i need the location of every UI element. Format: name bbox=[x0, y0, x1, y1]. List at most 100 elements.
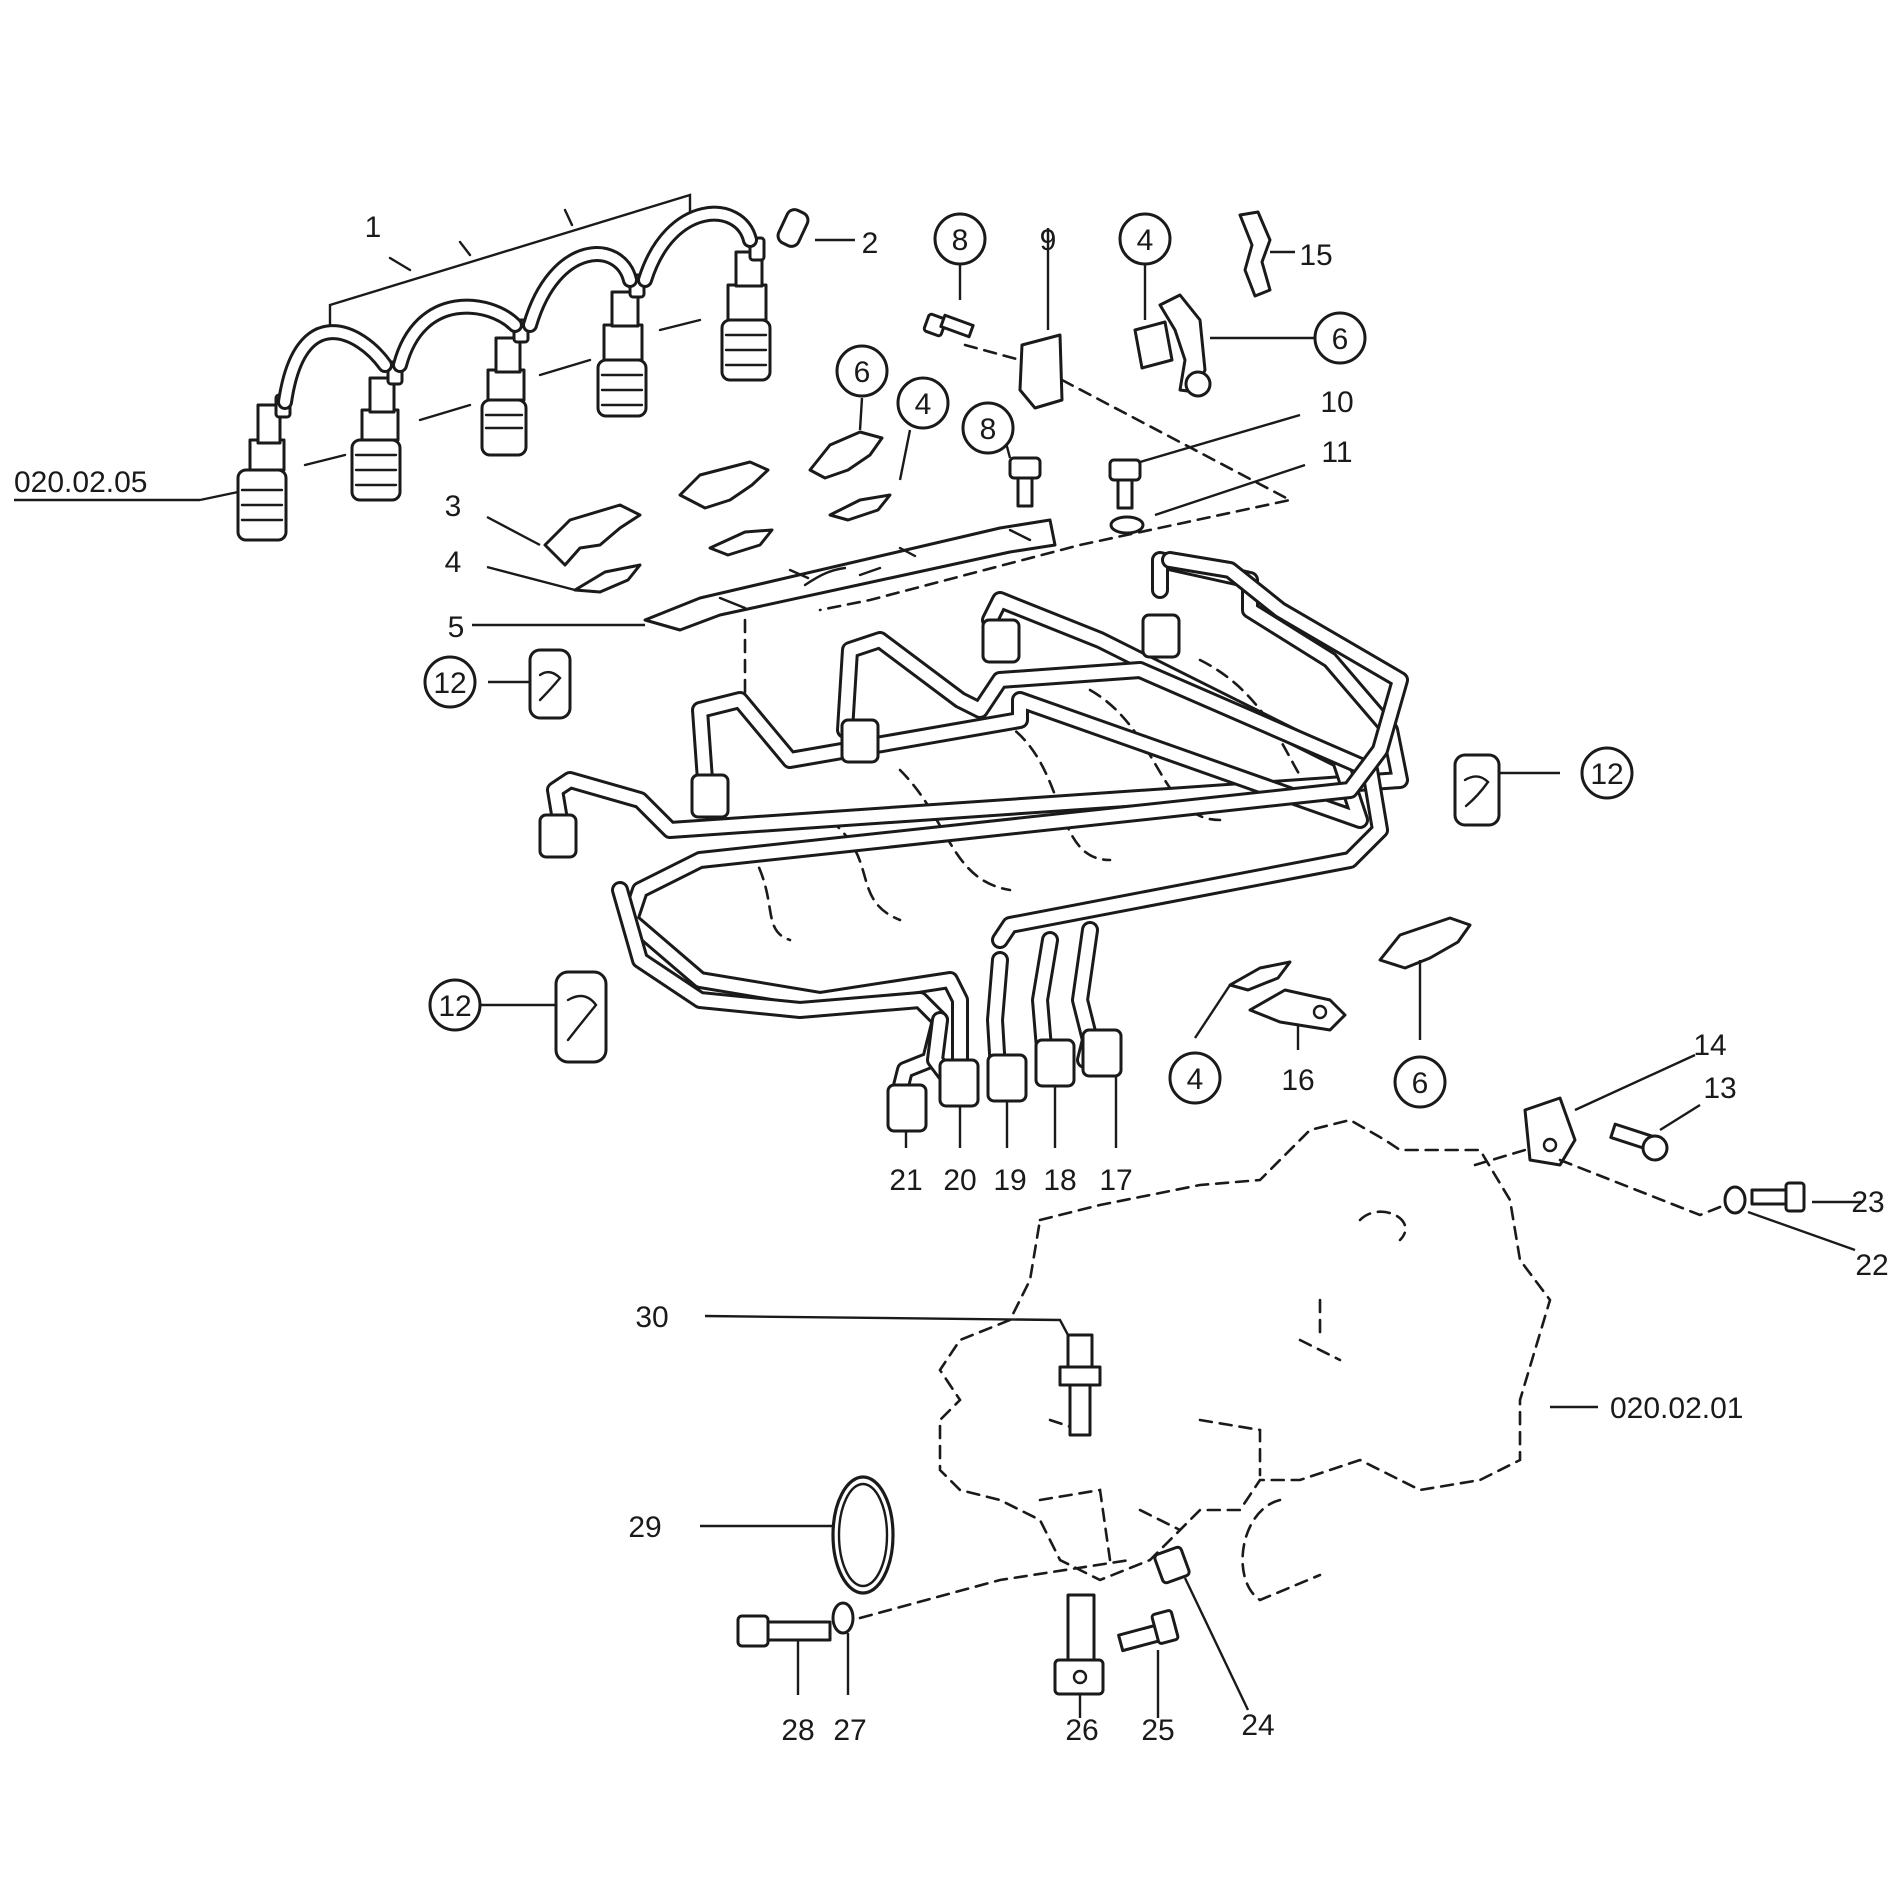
pipe-nut-top-1[interactable] bbox=[538, 813, 578, 859]
pump-bracket-14[interactable] bbox=[1523, 1096, 1577, 1167]
pipe-nut-17[interactable] bbox=[1081, 1028, 1123, 1078]
filter-24[interactable] bbox=[1153, 1545, 1191, 1585]
injection-pump-outline bbox=[938, 1118, 1552, 1602]
label-1: 1 bbox=[365, 211, 382, 244]
callout-label: 4 bbox=[1187, 1063, 1204, 1096]
pipe-nut-top-5[interactable] bbox=[1141, 613, 1181, 659]
injection-pipes bbox=[546, 551, 1409, 1099]
injector-nozzle-3[interactable] bbox=[480, 318, 530, 457]
reference-injectors: 020.02.05 bbox=[14, 466, 147, 499]
label-4a: 4 bbox=[445, 546, 462, 579]
label-20: 20 bbox=[943, 1164, 976, 1197]
clamp-half-6a[interactable] bbox=[808, 430, 884, 480]
label-30: 30 bbox=[635, 1301, 668, 1334]
banjo-bolt-28[interactable] bbox=[736, 1614, 832, 1648]
injector-nozzle-1[interactable] bbox=[236, 393, 292, 542]
callout-label: 6 bbox=[854, 356, 871, 389]
callout-12c: 12 bbox=[428, 978, 482, 1032]
callout-label: 12 bbox=[438, 990, 471, 1023]
callout-label: 4 bbox=[915, 388, 932, 421]
callout-4d: 4 bbox=[1168, 1051, 1222, 1105]
label-19: 19 bbox=[993, 1164, 1026, 1197]
callout-12a: 12 bbox=[423, 655, 477, 709]
label-9: 9 bbox=[1040, 224, 1057, 257]
callout-label: 8 bbox=[980, 413, 997, 446]
reference-pump: 020.02.01 bbox=[1610, 1392, 1743, 1425]
injector-nozzle-2[interactable] bbox=[350, 360, 404, 502]
pipe-nut-19[interactable] bbox=[986, 1053, 1028, 1103]
label-26: 26 bbox=[1065, 1714, 1098, 1747]
pipe-nut-top-2[interactable] bbox=[690, 773, 730, 819]
callout-12b: 12 bbox=[1580, 746, 1634, 800]
clamp-plate-4d[interactable] bbox=[1133, 320, 1174, 370]
fitting-26[interactable] bbox=[1053, 1593, 1105, 1696]
injector-nozzle-5[interactable] bbox=[720, 236, 772, 382]
bolt-8b[interactable] bbox=[1008, 456, 1042, 508]
plug-25[interactable] bbox=[1117, 1609, 1180, 1653]
clamp-bracket-16[interactable] bbox=[1248, 988, 1347, 1032]
clamp-half-3a[interactable] bbox=[543, 503, 642, 567]
pipe-nut-18[interactable] bbox=[1034, 1038, 1076, 1088]
label-22: 22 bbox=[1855, 1249, 1888, 1282]
label-29: 29 bbox=[628, 1511, 661, 1544]
label-15: 15 bbox=[1299, 239, 1332, 272]
bolt-13[interactable] bbox=[1609, 1122, 1669, 1162]
stud-30[interactable] bbox=[1058, 1333, 1102, 1437]
callout-4b: 4 bbox=[896, 376, 950, 430]
bolt-23[interactable] bbox=[1750, 1181, 1806, 1213]
pipe-nut-21[interactable] bbox=[886, 1083, 928, 1133]
pipe-nut-top-3[interactable] bbox=[840, 718, 880, 764]
hose-end-cap[interactable] bbox=[775, 207, 810, 249]
clip-15[interactable] bbox=[1238, 210, 1272, 298]
label-10: 10 bbox=[1320, 386, 1353, 419]
callout-6b: 6 bbox=[1313, 311, 1367, 365]
injector-set bbox=[236, 193, 810, 542]
callout-8b: 8 bbox=[961, 401, 1015, 455]
label-24: 24 bbox=[1241, 1709, 1274, 1742]
pipe-nut-top-4[interactable] bbox=[981, 618, 1021, 664]
callout-4c: 4 bbox=[1118, 212, 1172, 266]
leader-lines bbox=[14, 228, 1862, 1718]
grommet-12b[interactable] bbox=[1453, 753, 1501, 827]
injector-nozzle-4[interactable] bbox=[596, 273, 648, 418]
label-25: 25 bbox=[1141, 1714, 1174, 1747]
clamp-plate-4e[interactable] bbox=[1228, 960, 1292, 992]
bolt-8a[interactable] bbox=[922, 312, 975, 339]
bracket-9[interactable] bbox=[1018, 333, 1064, 410]
label-17: 17 bbox=[1099, 1164, 1132, 1197]
label-28: 28 bbox=[781, 1714, 814, 1747]
label-11: 11 bbox=[1321, 436, 1352, 469]
label-18: 18 bbox=[1043, 1164, 1076, 1197]
washer-22[interactable] bbox=[1723, 1185, 1747, 1215]
label-21: 21 bbox=[889, 1164, 922, 1197]
callout-6c: 6 bbox=[1393, 1055, 1447, 1109]
label-23: 23 bbox=[1851, 1186, 1884, 1219]
callout-label: 4 bbox=[1137, 224, 1154, 257]
washer-27[interactable] bbox=[831, 1601, 855, 1635]
clamp-rail[interactable] bbox=[643, 518, 1057, 632]
callout-6a: 6 bbox=[835, 344, 889, 398]
callout-label: 12 bbox=[1590, 758, 1623, 791]
callout-label: 6 bbox=[1332, 323, 1349, 356]
pipe-nut-20[interactable] bbox=[938, 1058, 980, 1108]
label-13: 13 bbox=[1703, 1072, 1736, 1105]
clamp-plate-4a[interactable] bbox=[573, 563, 642, 594]
clamp-half-6c[interactable] bbox=[1378, 916, 1472, 970]
callout-8a: 8 bbox=[933, 212, 987, 266]
label-14: 14 bbox=[1693, 1029, 1726, 1062]
clamp-plate-4b[interactable] bbox=[708, 528, 774, 557]
grommet-12c[interactable] bbox=[554, 970, 608, 1064]
label-27: 27 bbox=[833, 1714, 866, 1747]
callout-label: 12 bbox=[433, 667, 466, 700]
callout-label: 6 bbox=[1412, 1067, 1429, 1100]
label-16: 16 bbox=[1281, 1064, 1314, 1097]
washer-11[interactable] bbox=[1109, 515, 1145, 535]
grommet-12a[interactable] bbox=[528, 648, 572, 720]
clamp-half-6b[interactable] bbox=[1158, 293, 1212, 398]
label-2: 2 bbox=[862, 227, 879, 260]
bolt-10[interactable] bbox=[1108, 458, 1142, 510]
clamp-half-3b[interactable] bbox=[678, 460, 770, 510]
o-ring-29[interactable] bbox=[831, 1475, 895, 1595]
clamp-plate-4c[interactable] bbox=[828, 493, 892, 522]
